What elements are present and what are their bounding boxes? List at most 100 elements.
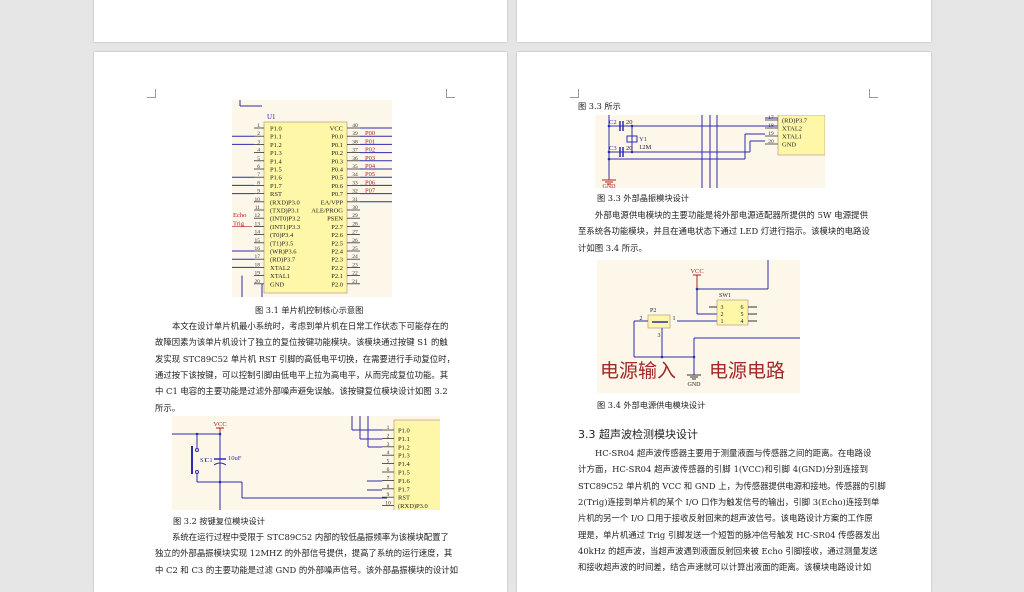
pin-label: P1.4 — [270, 158, 282, 165]
pin-label: (INT1)P3.3 — [270, 224, 300, 231]
net-label: P04 — [365, 163, 376, 170]
pin-number: 7 — [387, 475, 390, 481]
pin-label: VCC — [330, 126, 343, 133]
pin-number: 35 — [352, 164, 358, 170]
crop-mark — [869, 89, 878, 98]
pin-number: 4 — [257, 148, 260, 154]
gnd-label: GND — [603, 184, 617, 188]
pin-label: P0.4 — [331, 167, 343, 174]
c2-label: C2 — [609, 119, 617, 126]
pin-label: P2.3 — [331, 257, 343, 264]
pin-label: P2.2 — [331, 265, 343, 272]
pin-number: 5 — [387, 459, 390, 465]
crystal-value: 12M — [639, 144, 652, 151]
vcc-label: VCC — [213, 421, 226, 428]
pin-label: P1.2 — [398, 444, 410, 451]
crystal-body — [626, 135, 638, 143]
section-heading: 3.3 超声波检测模块设计 — [578, 428, 698, 441]
switch-pin: 1 — [721, 319, 724, 325]
pin-number: 17 — [255, 254, 261, 260]
pin-number: 13 — [255, 221, 261, 227]
pin-label: XTAL1 — [270, 273, 290, 280]
pin-number: 14 — [255, 230, 261, 236]
label-power-circuit: 电源电路 — [709, 360, 785, 382]
pin-label: (WR)P3.6 — [270, 249, 297, 256]
text-line: 故障因素为该单片机设计了独立的复位按键功能模块。该模块通过按键 S1 的触 — [155, 337, 448, 348]
pin-label: (INT0)P3.2 — [270, 216, 300, 223]
net-label: P03 — [365, 155, 375, 162]
pin-label: P1.1 — [270, 134, 282, 141]
pin-label: XTAL2 — [270, 265, 290, 272]
pin-number: 18 — [768, 123, 774, 129]
text-line: STC89C52 单片机的 VCC 和 GND 上，为传感器提供电源和接地。传感… — [578, 480, 886, 491]
pin-number: 29 — [352, 213, 358, 219]
figure-caption: 图 3.4 外部电源供电模块设计 — [597, 400, 706, 410]
net-label: P05 — [365, 171, 375, 178]
net-label-echo: Echo — [233, 212, 246, 219]
switch-label: SW1 — [719, 293, 731, 299]
pin-label: P0.1 — [331, 142, 343, 149]
pin-label: P1.5 — [398, 470, 410, 477]
pin-label: P2.0 — [331, 281, 343, 288]
pin-label: (TXD)P3.1 — [270, 208, 299, 215]
text-line: 中 C2 和 C3 的主要功能是过滤 GND 的外部噪声信号。该外部晶振模块的设… — [155, 564, 459, 575]
junction — [607, 124, 611, 128]
pin-number: 4 — [387, 450, 390, 456]
gnd-label: GND — [688, 382, 702, 388]
switch-contact — [195, 470, 199, 474]
capacitor-label: C1 — [205, 457, 213, 464]
pin-label: P1.7 — [398, 486, 410, 493]
previous-page-left — [94, 0, 507, 42]
pin-label: P1.6 — [398, 478, 410, 485]
pin-label: P1.2 — [270, 142, 282, 149]
pin-number: 10 — [385, 501, 391, 507]
pin-number: 3 — [387, 442, 390, 448]
pin-label: P2.4 — [331, 249, 343, 256]
pin-number: 9 — [387, 492, 390, 498]
switch-label: S1 — [200, 457, 207, 464]
text-line: 至系统各功能模块，并且在通电状态下通过 LED 灯进行指示。该模块的电路设 — [578, 226, 870, 237]
switch-pin: 2 — [721, 312, 724, 318]
pin-number: 20 — [768, 139, 774, 145]
pin-number: 19 — [255, 271, 261, 277]
pin-number: 8 — [387, 484, 390, 490]
pin-number: 30 — [352, 205, 358, 211]
net-label: P00 — [365, 130, 375, 137]
pin-number: 11 — [255, 205, 261, 211]
pin-number: 1 — [257, 123, 260, 129]
switch-pin: 5 — [741, 312, 744, 318]
chip-name: U1 — [267, 113, 276, 121]
junction — [607, 157, 611, 161]
figure-caption: 图 3.3 外部晶振模块设计 — [597, 193, 689, 203]
pin-number: 38 — [352, 139, 358, 145]
text-line: 2(Trig)连接到单片机的某个 I/O 口作为触发信号的输出，引脚 3(Ech… — [578, 496, 880, 507]
jack-pin: 1 — [673, 316, 676, 322]
pin-number: 16 — [255, 246, 261, 252]
pin-label: P1.6 — [270, 175, 282, 182]
junction — [695, 287, 699, 291]
pin-number: 27 — [352, 230, 358, 236]
pin-number: 8 — [257, 180, 260, 186]
jack-pin: 3 — [658, 333, 661, 339]
pin-label: RST — [270, 191, 282, 198]
pin-number: 12 — [255, 213, 261, 219]
pin-label: (RXD)P3.0 — [398, 503, 428, 510]
pin-number: 19 — [768, 131, 774, 137]
pin-number: 3 — [257, 139, 260, 145]
pin-label: P1.3 — [270, 150, 282, 157]
text-line: 本文在设计单片机最小系统时，考虑到单片机在日常工作状态下可能存在的 — [172, 321, 449, 331]
pin-number: 33 — [352, 180, 358, 186]
pin-number: 10 — [255, 197, 261, 203]
pin-number: 5 — [257, 156, 260, 162]
pin-label: P1.0 — [270, 126, 282, 133]
pin-number: 6 — [257, 164, 260, 170]
pin-label: (RD)P3.7 — [782, 118, 808, 125]
switch-pin: 3 — [721, 305, 724, 311]
pin-number: 21 — [352, 279, 358, 285]
pin-label: P1.4 — [398, 461, 410, 468]
c3-label: C3 — [609, 145, 617, 152]
pin-label: P2.5 — [331, 240, 343, 247]
pin-number: 1 — [387, 425, 390, 431]
